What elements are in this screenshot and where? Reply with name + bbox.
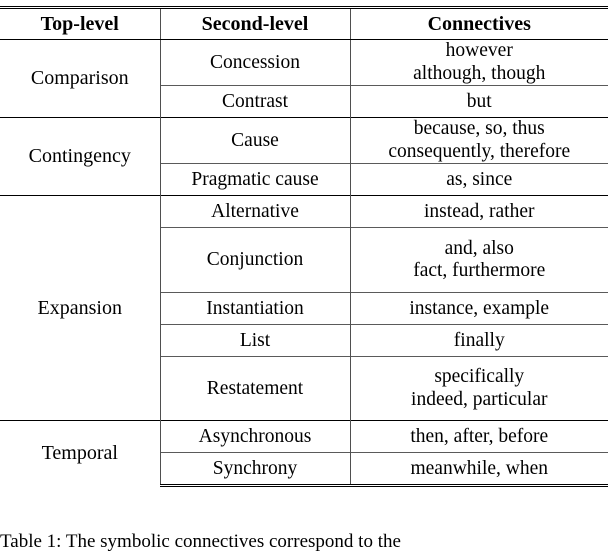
top-level-cell-temporal: Temporal [0,421,160,486]
connectives-cell-contrast: but [350,86,608,118]
discourse-relation-table: Top-level Second-level Connectives Compa… [0,6,608,487]
header-row: Top-level Second-level Connectives [0,8,608,40]
second-level-cell-synchrony: Synchrony [160,453,350,486]
connective-line: specifically [351,366,608,389]
connectives-cell-concession: however although, though [350,40,608,86]
second-level-cell-contrast: Contrast [160,86,350,118]
table-row: Comparison Concession however although, … [0,40,608,86]
connective-line: indeed, particular [351,389,608,412]
table-row: Temporal Asynchronous then, after, befor… [0,421,608,453]
connective-line: because, so, thus [351,118,608,141]
second-level-cell-instantiation: Instantiation [160,293,350,325]
connectives-cell-list: finally [350,325,608,357]
column-header-connectives: Connectives [350,8,608,40]
connectives-cell-restatement: specifically indeed, particular [350,357,608,421]
top-level-cell-contingency: Contingency [0,118,160,196]
connectives-cell-conjunction: and, also fact, furthermore [350,228,608,293]
second-level-cell-cause: Cause [160,118,350,164]
connectives-cell-instantiation: instance, example [350,293,608,325]
connectives-cell-synchrony: meanwhile, when [350,453,608,486]
connective-line: although, though [351,63,608,86]
top-level-cell-comparison: Comparison [0,40,160,118]
column-header-top-level: Top-level [0,8,160,40]
table-row: Expansion Alternative instead, rather [0,196,608,228]
connective-line: fact, furthermore [351,260,608,283]
connectives-cell-cause: because, so, thus consequently, therefor… [350,118,608,164]
connective-line: consequently, therefore [351,141,608,164]
second-level-cell-asynchronous: Asynchronous [160,421,350,453]
connectives-cell-alternative: instead, rather [350,196,608,228]
column-header-second-level: Second-level [160,8,350,40]
table-caption: Table 1: The symbolic connectives corres… [0,530,608,554]
table-body: Comparison Concession however although, … [0,40,608,486]
connectives-cell-asynchronous: then, after, before [350,421,608,453]
connective-line: and, also [351,238,608,261]
top-level-cell-expansion: Expansion [0,196,160,421]
second-level-cell-pragmatic-cause: Pragmatic cause [160,164,350,196]
table-row: Contingency Cause because, so, thus cons… [0,118,608,164]
second-level-cell-alternative: Alternative [160,196,350,228]
connective-line: however [351,40,608,63]
connectives-cell-pragmatic-cause: as, since [350,164,608,196]
table-header: Top-level Second-level Connectives [0,8,608,40]
second-level-cell-list: List [160,325,350,357]
second-level-cell-conjunction: Conjunction [160,228,350,293]
second-level-cell-restatement: Restatement [160,357,350,421]
second-level-cell-concession: Concession [160,40,350,86]
